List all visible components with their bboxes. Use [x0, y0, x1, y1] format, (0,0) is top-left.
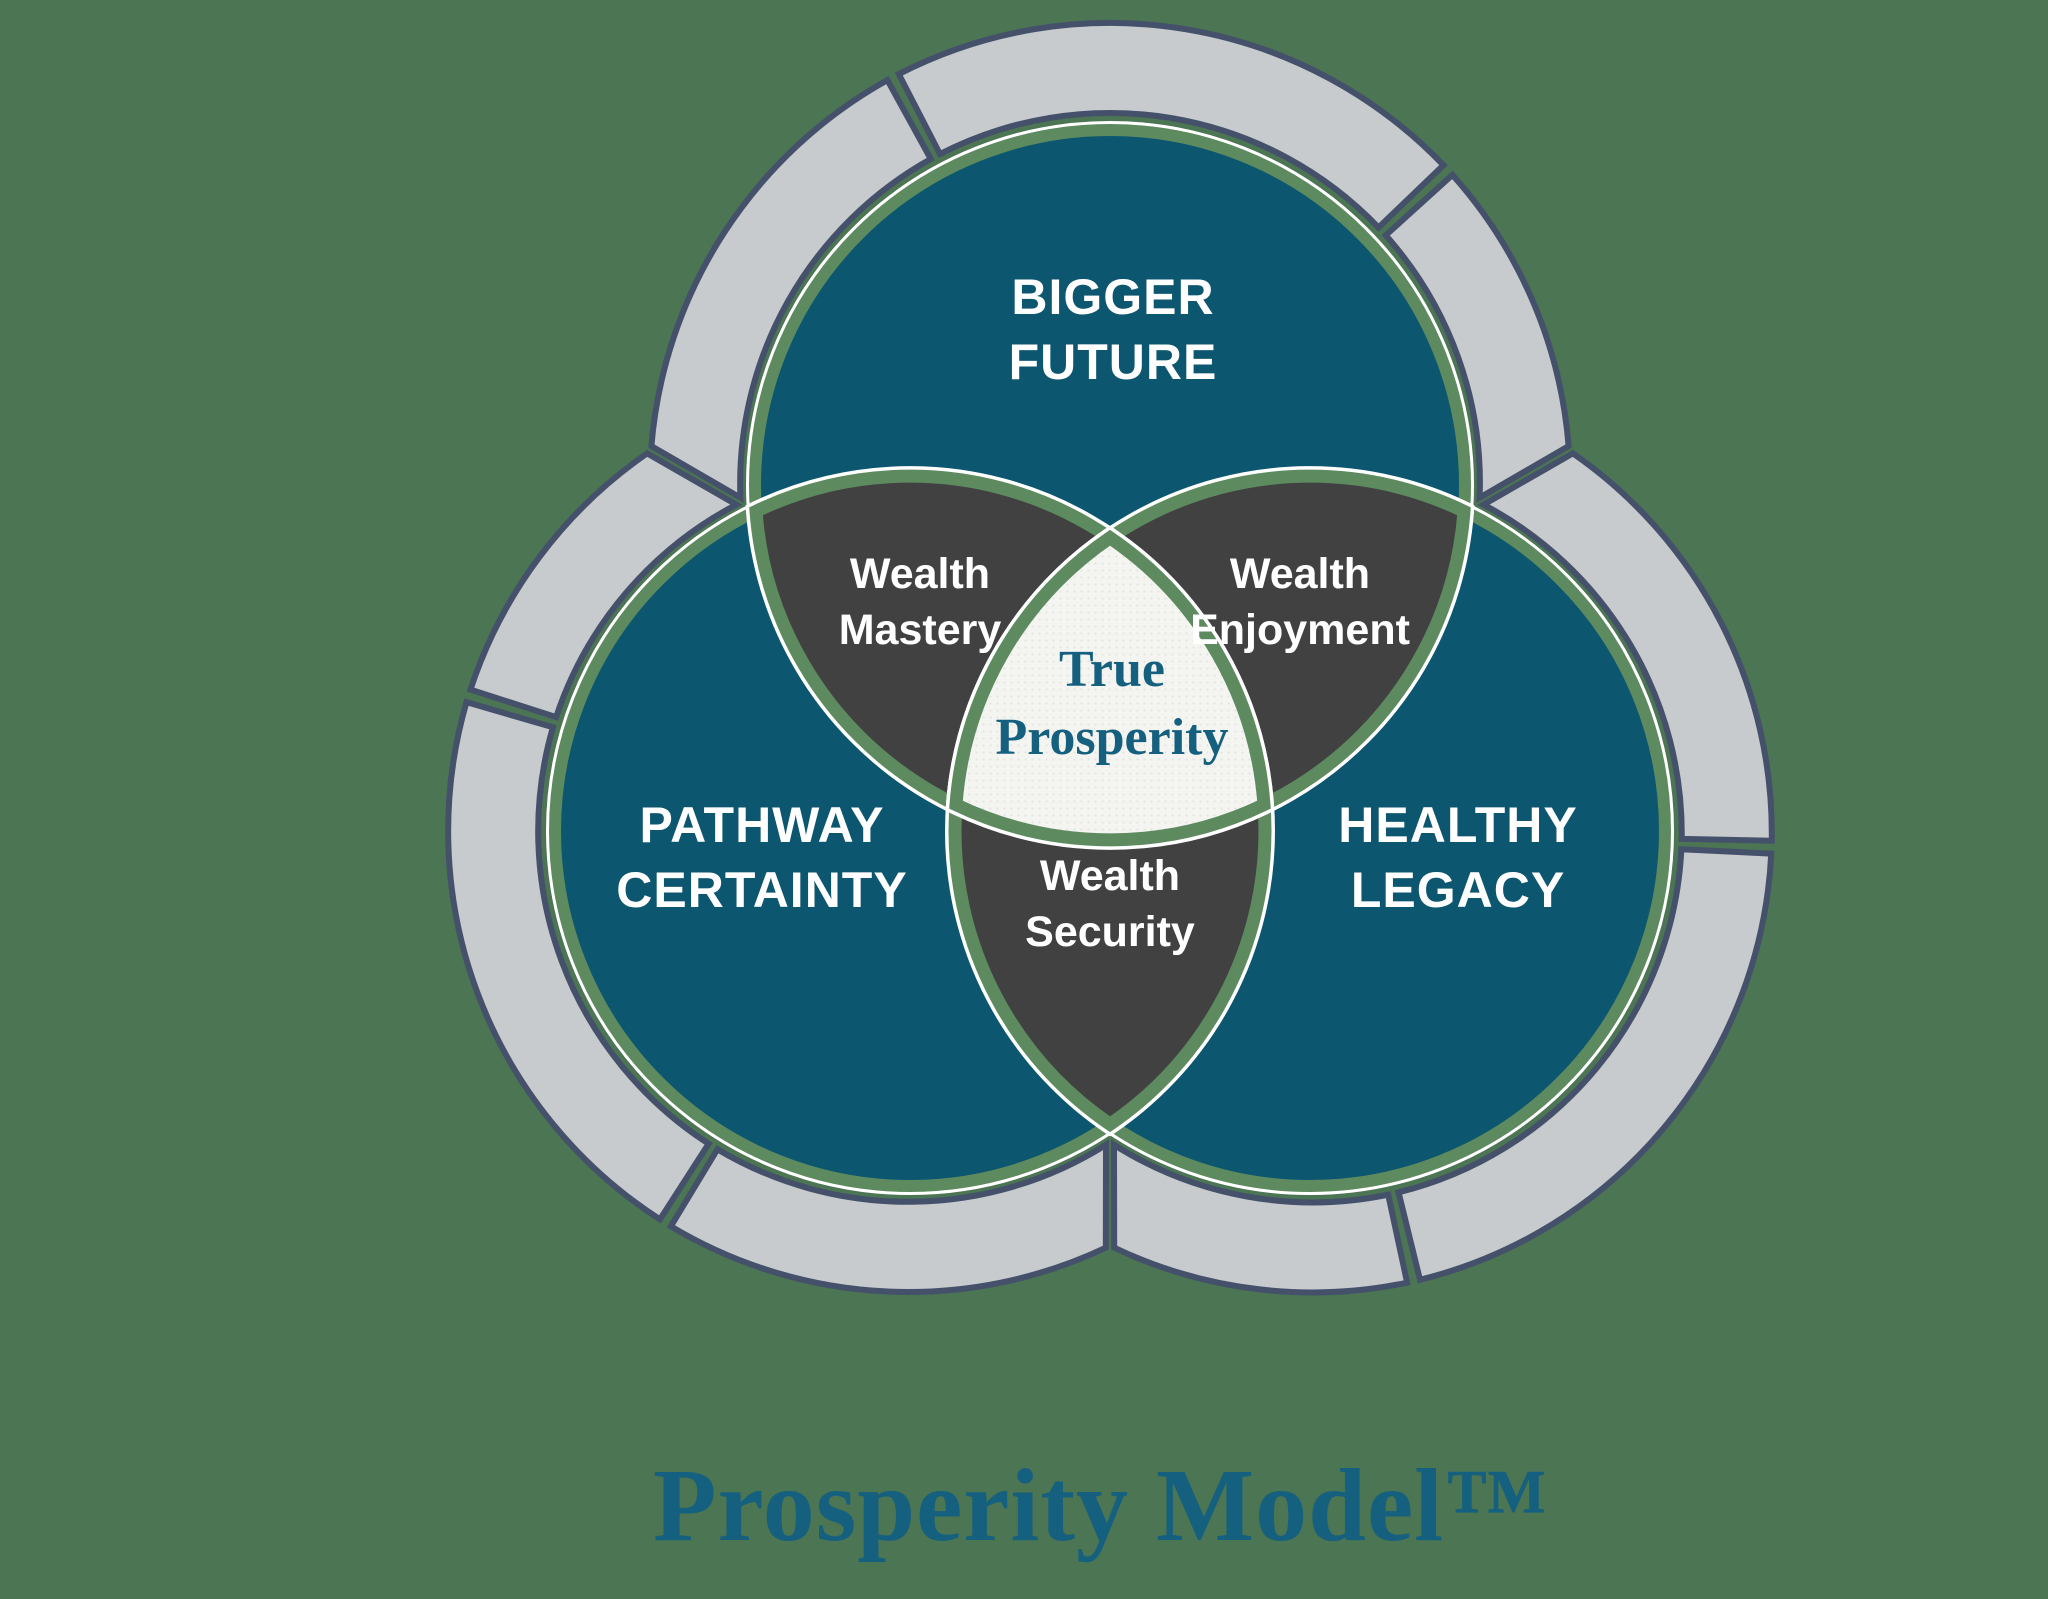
ring-right [1110, 449, 1775, 1296]
label-true-prosperity-line2: Prosperity [996, 709, 1229, 766]
ring-segment [1394, 846, 1775, 1284]
label-healthy-legacy-line2: LEGACY [1351, 862, 1565, 918]
center-true-prosperity [945, 525, 1275, 850]
ring-segment [466, 449, 743, 721]
label-bigger-future-line2: FUTURE [1009, 334, 1218, 390]
label-pathway-certainty-line1: PATHWAY [640, 797, 885, 853]
ring-segment [1381, 170, 1572, 504]
label-wealth-security-line1: Wealth [1040, 852, 1180, 900]
center-body [949, 529, 1271, 847]
ring-segment [1477, 449, 1775, 844]
ring-left [445, 449, 1110, 1295]
ring-segment [666, 1139, 1110, 1295]
page-title: Prosperity Model™ [653, 1448, 1549, 1563]
label-pathway-certainty-line2: CERTAINTY [616, 862, 907, 918]
label-true-prosperity-line1: True [1059, 641, 1165, 698]
label-bigger-future-line1: BIGGER [1011, 269, 1214, 325]
ring-segment [1110, 1139, 1411, 1296]
label-wealth-mastery-line2: Mastery [839, 606, 1002, 654]
ring-top [648, 20, 1572, 504]
ring-segment [894, 20, 1448, 232]
label-wealth-security-line2: Security [1025, 908, 1195, 956]
ring-segment [445, 698, 713, 1224]
label-healthy-legacy-line1: HEALTHY [1338, 797, 1577, 853]
label-wealth-enjoyment-line1: Wealth [1230, 550, 1370, 598]
ring-segment [648, 76, 935, 504]
label-wealth-enjoyment-line2: Enjoyment [1190, 606, 1410, 654]
label-wealth-mastery-line1: Wealth [850, 550, 990, 598]
